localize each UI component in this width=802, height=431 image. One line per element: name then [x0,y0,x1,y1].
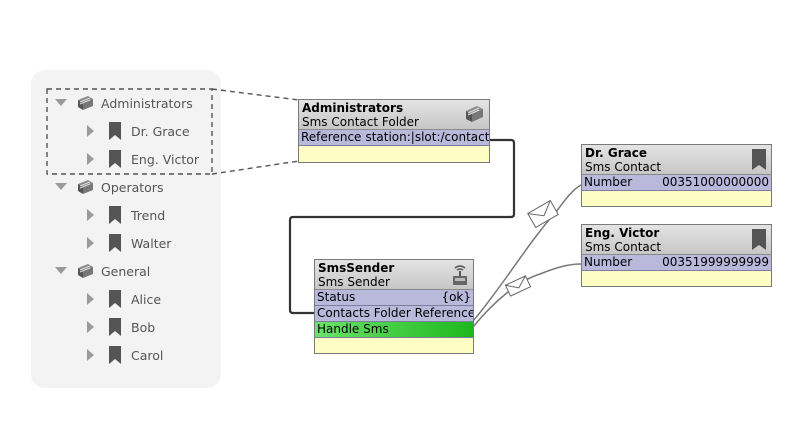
callout-line-top [211,88,300,101]
tree-item-trend[interactable]: Trend [84,204,165,226]
node-eng-victor[interactable]: Eng. Victor Sms Contact Number 003519999… [581,224,772,287]
bookmark-icon [104,318,126,336]
collapse-arrow-icon[interactable] [54,264,68,278]
tree-label: Bob [131,319,156,335]
node-header[interactable]: Administrators Sms Contact Folder [299,100,489,130]
contact-folder-icon [74,94,96,112]
envelope-icon [527,199,559,229]
slot-number[interactable]: Number 00351000000000 [582,175,771,191]
tree-label: General [101,263,151,279]
node-subtitle: Sms Contact Folder [302,115,419,129]
tree-folder-operators[interactable]: Operators [54,176,163,198]
tree-label: Operators [101,179,164,195]
callout-line-bottom [211,160,300,175]
expand-arrow-icon[interactable] [84,124,98,138]
node-title: Administrators [302,101,404,115]
expand-arrow-icon[interactable] [84,348,98,362]
sms-sender-icon [451,264,469,289]
node-title: Dr. Grace [585,146,648,160]
tree-label: Carol [131,347,164,363]
slot-contacts-folder-reference[interactable]: Contacts Folder Reference [315,306,473,322]
tree-folder-general[interactable]: General [54,260,150,282]
expand-arrow-icon[interactable] [84,292,98,306]
reference-link-wire[interactable] [288,138,516,315]
node-header[interactable]: Dr. Grace Sms Contact [582,145,771,175]
slot-reference[interactable]: Reference station:|slot:/contact [299,130,489,146]
node-subtitle: Sms Sender [318,275,390,289]
node-subtitle: Sms Contact [585,240,662,254]
tree-folder-administrators[interactable]: Administrators [54,92,193,114]
bookmark-icon [104,346,126,364]
bookmark-icon [751,229,767,254]
expand-arrow-icon[interactable] [84,152,98,166]
tree-label: Walter [131,235,172,251]
tree-label: Administrators [101,95,193,111]
tree-item-bob[interactable]: Bob [84,316,155,338]
slot-name: Number [584,255,633,269]
tree-item-walter[interactable]: Walter [84,232,171,254]
slot-name: Contacts Folder Reference [317,306,473,320]
expand-arrow-icon[interactable] [84,320,98,334]
slot-value: 00351999999999 [662,255,769,269]
slot-name: Number [584,175,633,189]
tree-panel [31,70,221,388]
slot-value: {ok} [441,290,471,304]
slot-handle-sms[interactable]: Handle Sms [315,322,473,338]
slot-value: 00351000000000 [662,175,769,189]
node-title: Eng. Victor [585,226,660,240]
tree-item-dr-grace[interactable]: Dr. Grace [84,120,190,142]
bookmark-icon [104,150,126,168]
node-header[interactable]: Eng. Victor Sms Contact [582,225,771,255]
sms-link-wire-grace[interactable] [472,184,582,322]
tree-item-alice[interactable]: Alice [84,288,161,310]
slot-name: Handle Sms [317,322,389,336]
expand-arrow-icon[interactable] [84,208,98,222]
slot-name: Reference [301,130,362,144]
slot-value: station:|slot:/contact [365,130,489,144]
envelope-icon [504,275,532,297]
contact-folder-icon [463,104,485,127]
slot-number[interactable]: Number 00351999999999 [582,255,771,271]
tree-item-eng-victor[interactable]: Eng. Victor [84,148,199,170]
node-title: SmsSender [318,261,395,275]
collapse-arrow-icon[interactable] [54,96,68,110]
expand-arrow-icon[interactable] [84,236,98,250]
bookmark-icon [104,234,126,252]
node-administrators[interactable]: Administrators Sms Contact Folder Refere… [298,99,490,163]
node-header[interactable]: SmsSender Sms Sender [315,260,473,290]
sms-link-wire-victor[interactable] [472,263,582,328]
slot-name: Status [317,290,356,304]
tree-label: Dr. Grace [131,123,190,139]
tree-label: Eng. Victor [131,151,200,167]
tree-item-carol[interactable]: Carol [84,344,163,366]
bookmark-icon [104,206,126,224]
bookmark-icon [104,122,126,140]
collapse-arrow-icon[interactable] [54,180,68,194]
bookmark-icon [751,149,767,174]
slot-status[interactable]: Status {ok} [315,290,473,306]
contact-folder-icon [74,262,96,280]
selection-dashed-box [46,88,213,175]
node-dr-grace[interactable]: Dr. Grace Sms Contact Number 00351000000… [581,144,772,207]
bookmark-icon [104,290,126,308]
tree-label: Alice [131,291,162,307]
contact-folder-icon [74,178,96,196]
node-smssender[interactable]: SmsSender Sms Sender Status {ok} Contact… [314,259,474,354]
tree-label: Trend [131,207,166,223]
node-subtitle: Sms Contact [585,160,662,174]
